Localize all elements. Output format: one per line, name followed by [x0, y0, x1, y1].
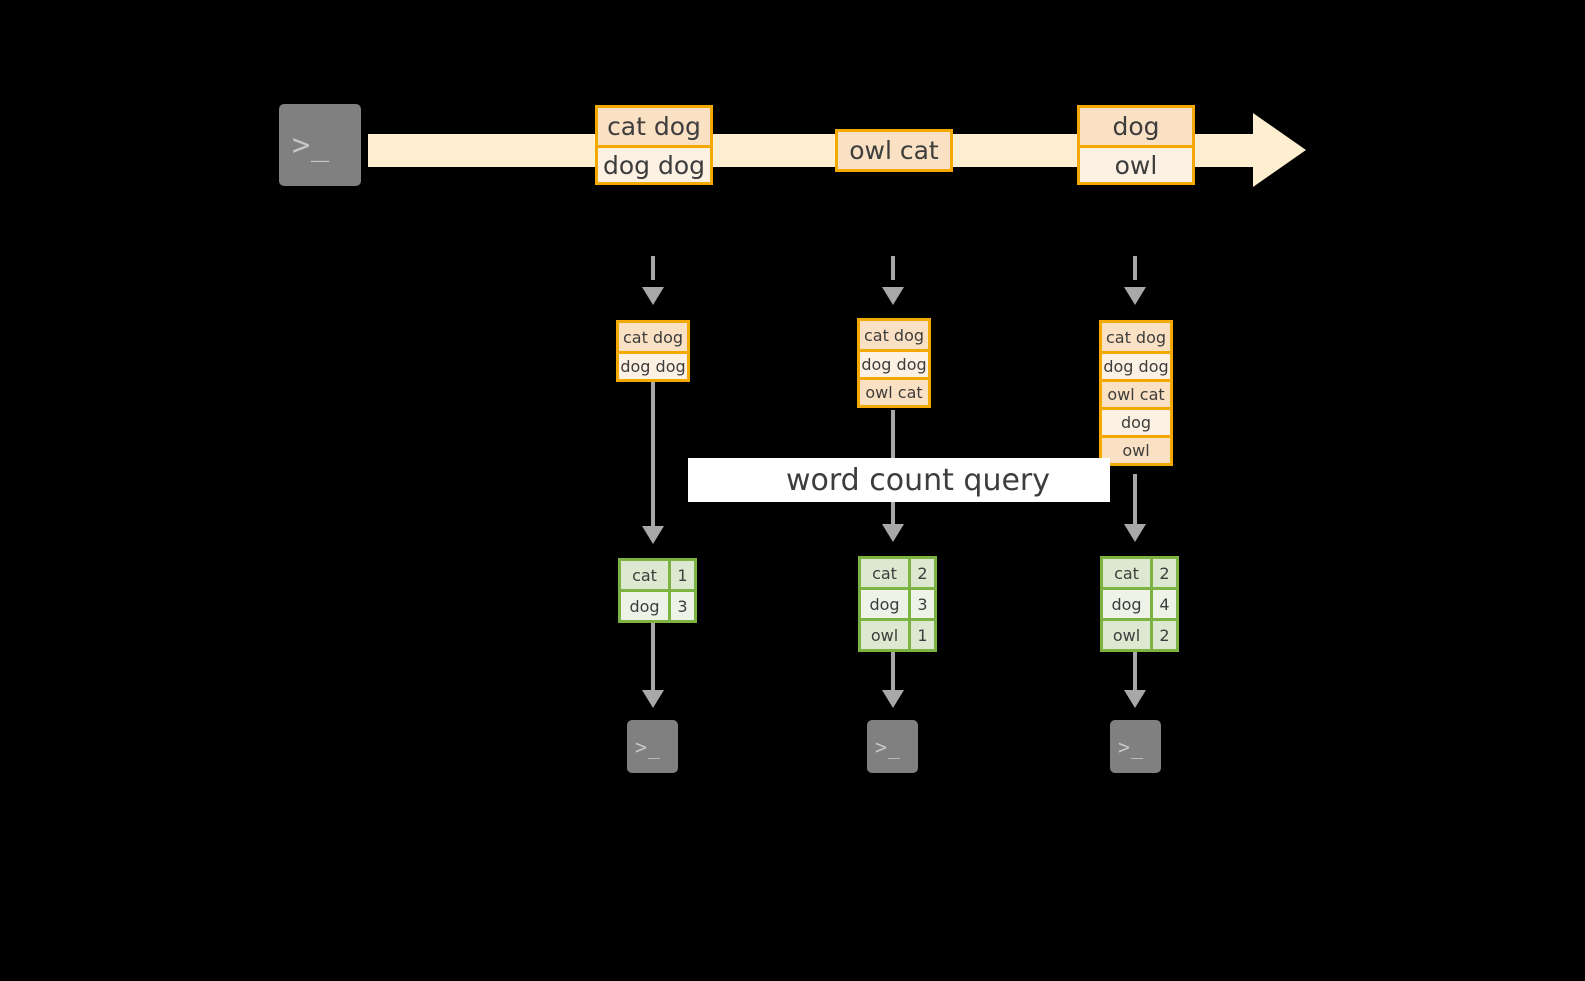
result-count: 1	[668, 561, 694, 589]
snapshot-to-result-arrowhead-2	[882, 524, 904, 542]
record-line: cat dog	[598, 108, 710, 145]
result-word: dog	[1103, 590, 1150, 618]
result-table-3: cat 2 dog 4 owl 2	[1100, 556, 1179, 652]
table-row: owl 1	[861, 618, 934, 649]
record-line: owl	[1080, 145, 1192, 182]
result-to-sink-line-1	[651, 620, 655, 692]
stream-to-snapshot-arrowhead-3	[1124, 287, 1146, 305]
result-count: 3	[908, 590, 934, 618]
snapshot-line: cat dog	[619, 323, 687, 351]
snapshot-to-result-line-1	[651, 382, 655, 528]
stream-arrow-head	[1253, 113, 1306, 187]
result-count: 2	[908, 559, 934, 587]
table-row: cat 2	[861, 559, 934, 587]
result-to-sink-line-3	[1133, 650, 1137, 692]
terminal-prompt-glyph: >_	[1118, 734, 1145, 759]
table-row: cat 1	[621, 561, 694, 589]
snapshot-table-3: cat dog dog dog owl cat dog owl	[1099, 320, 1173, 466]
sink-terminal-icon-3: >_	[1103, 713, 1168, 780]
snapshot-line: dog dog	[1102, 351, 1170, 379]
stream-to-snapshot-dash-3	[1133, 256, 1137, 280]
snapshot-line: dog	[1102, 407, 1170, 435]
sink-terminal-icon-2: >_	[860, 713, 925, 780]
terminal-prompt-glyph: >_	[635, 734, 662, 759]
stream-to-snapshot-arrowhead-1	[642, 287, 664, 305]
query-label-band: word count query	[688, 458, 1110, 502]
result-word: cat	[621, 561, 668, 589]
stream-record-2: owl cat	[835, 129, 953, 172]
result-count: 2	[1150, 621, 1176, 649]
snapshot-table-2: cat dog dog dog owl cat	[857, 318, 931, 408]
table-row: owl 2	[1103, 618, 1176, 649]
result-word: dog	[621, 592, 668, 620]
snapshot-line: dog dog	[860, 349, 928, 377]
record-line: dog dog	[598, 145, 710, 182]
result-to-sink-arrowhead-3	[1124, 690, 1146, 708]
result-word: cat	[1103, 559, 1150, 587]
result-word: dog	[861, 590, 908, 618]
result-table-2: cat 2 dog 3 owl 1	[858, 556, 937, 652]
result-to-sink-line-2	[891, 650, 895, 692]
result-to-sink-arrowhead-2	[882, 690, 904, 708]
snapshot-table-1: cat dog dog dog	[616, 320, 690, 382]
result-to-sink-arrowhead-1	[642, 690, 664, 708]
terminal-prompt-glyph: >_	[875, 734, 902, 759]
snapshot-line: owl cat	[1102, 379, 1170, 407]
snapshot-line: owl cat	[860, 377, 928, 405]
query-label-text: word count query	[785, 462, 1051, 498]
source-terminal-icon: >_	[272, 97, 368, 193]
snapshot-to-result-arrowhead-1	[642, 526, 664, 544]
result-word: owl	[861, 621, 908, 649]
stream-to-snapshot-arrowhead-2	[882, 287, 904, 305]
result-count: 2	[1150, 559, 1176, 587]
record-line: dog	[1080, 108, 1192, 145]
table-row: dog 3	[861, 587, 934, 618]
stream-to-snapshot-dash-1	[651, 256, 655, 280]
stream-to-snapshot-dash-2	[891, 256, 895, 280]
snapshot-line: dog dog	[619, 351, 687, 379]
table-row: dog 4	[1103, 587, 1176, 618]
terminal-prompt-glyph: >_	[292, 127, 331, 163]
stream-record-3: dog owl	[1077, 105, 1195, 185]
result-word: owl	[1103, 621, 1150, 649]
record-line: owl cat	[838, 132, 950, 169]
snapshot-to-result-line-3	[1133, 474, 1137, 526]
snapshot-line: cat dog	[860, 321, 928, 349]
result-count: 3	[668, 592, 694, 620]
snapshot-line: owl	[1102, 435, 1170, 463]
table-row: dog 3	[621, 589, 694, 620]
result-table-1: cat 1 dog 3	[618, 558, 697, 623]
result-word: cat	[861, 559, 908, 587]
snapshot-line: cat dog	[1102, 323, 1170, 351]
result-count: 1	[908, 621, 934, 649]
sink-terminal-icon-1: >_	[620, 713, 685, 780]
table-row: cat 2	[1103, 559, 1176, 587]
snapshot-to-result-arrowhead-3	[1124, 524, 1146, 542]
result-count: 4	[1150, 590, 1176, 618]
stream-record-1: cat dog dog dog	[595, 105, 713, 185]
